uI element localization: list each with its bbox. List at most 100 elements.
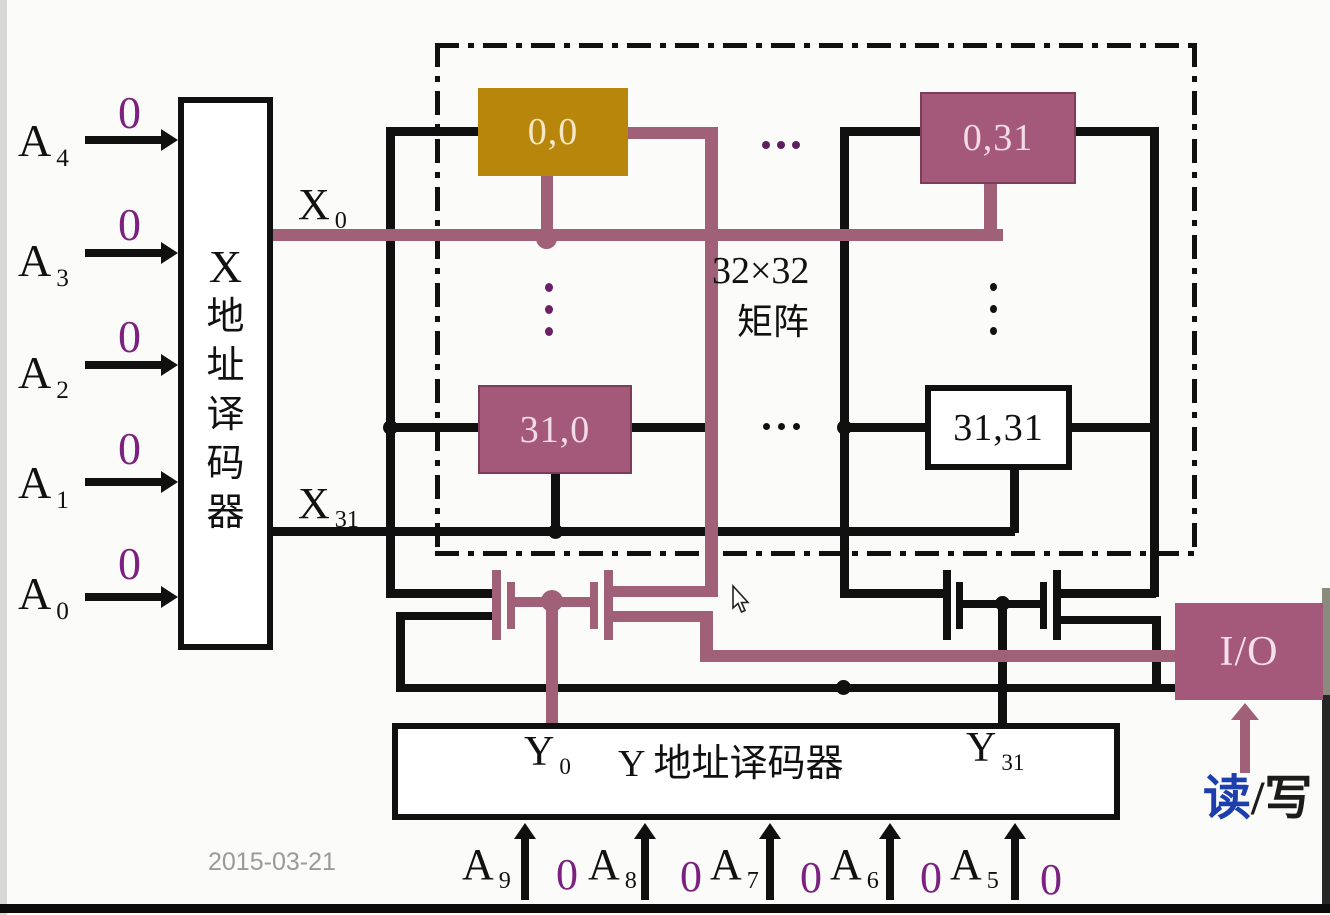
ellipsis-dot xyxy=(762,141,770,149)
arrowhead-icon xyxy=(161,471,178,493)
input-arrow xyxy=(641,837,649,900)
x-decoder-box: X 地 址 译 码 器 xyxy=(178,97,273,650)
junction-dot-purple xyxy=(536,228,557,249)
wire-cell00-right xyxy=(628,127,718,139)
input-value-a0: 0 xyxy=(118,538,141,589)
cell-label: 31,0 xyxy=(519,408,591,451)
input-arrow xyxy=(85,136,163,144)
arrowhead-icon xyxy=(161,242,178,264)
transistor-plate-selected xyxy=(507,582,515,629)
ellipsis-dot xyxy=(545,327,553,336)
matrix-border-left xyxy=(435,43,440,556)
date-stamp: 2015-03-21 xyxy=(208,848,336,876)
wire-cell031-left xyxy=(844,127,924,136)
wire-gate31-right xyxy=(1056,589,1156,598)
input-arrow xyxy=(85,593,163,601)
wire-cell3131-right xyxy=(1068,423,1154,432)
matrix-border-right xyxy=(1192,43,1197,556)
input-value-a1: 0 xyxy=(118,423,141,474)
wire-cell00-down xyxy=(541,176,553,236)
cell-label: 31,31 xyxy=(953,406,1044,449)
input-arrow xyxy=(521,837,529,900)
wire-bitline-col0-right xyxy=(705,127,718,597)
x-decoder-char: 地 xyxy=(206,296,245,338)
input-value-a7: 0 xyxy=(800,853,822,902)
cell-label: 0,0 xyxy=(527,111,579,153)
read-write-label: 读/写 xyxy=(1203,775,1312,823)
transistor-plate xyxy=(1053,570,1061,640)
wire-cell310-down xyxy=(551,468,560,533)
cell-31-0: 31,0 xyxy=(478,385,632,474)
ellipsis-dot xyxy=(545,305,553,314)
input-arrow xyxy=(85,361,163,369)
ellipsis-dot xyxy=(778,423,785,430)
junction-dot xyxy=(836,680,851,695)
wire-cell3131-left xyxy=(844,423,929,432)
y-decoder-box xyxy=(392,723,1120,820)
mouse-cursor xyxy=(732,584,750,614)
wire-cell310-left xyxy=(390,423,482,432)
arrowhead-icon xyxy=(514,823,536,839)
y-decoder-title: Y 地址译码器 xyxy=(618,743,844,785)
slide-left-border xyxy=(0,0,7,915)
wire-bitline-col31-right xyxy=(1150,127,1159,597)
ellipsis-dot xyxy=(545,283,553,292)
input-value-a3: 0 xyxy=(118,199,141,250)
input-arrow xyxy=(886,837,894,900)
matrix-border-bottom xyxy=(435,551,1197,556)
wire-lower-left-h xyxy=(396,612,500,620)
wire-y31-to-decoder xyxy=(998,604,1007,724)
wire-long-io-return xyxy=(396,684,1180,692)
wire-y0-to-decoder xyxy=(546,601,558,725)
x-decoder-char: 码 xyxy=(206,443,245,485)
arrowhead-icon xyxy=(879,823,901,839)
right-strip-dark xyxy=(1322,695,1330,904)
input-value-a2: 0 xyxy=(118,311,141,362)
input-value-a5: 0 xyxy=(1040,855,1062,904)
input-arrow xyxy=(766,837,774,900)
wire-cell310-right xyxy=(628,423,708,432)
transistor-plate-selected xyxy=(492,570,501,640)
wire-cell031-right xyxy=(1068,127,1157,136)
cell-0-0: 0,0 xyxy=(478,88,628,176)
wire-cell00-left xyxy=(390,127,482,136)
x-decoder-char: 译 xyxy=(206,394,245,436)
input-value-a8: 0 xyxy=(680,852,702,901)
wire-cell3131-down xyxy=(1010,468,1019,533)
ellipsis-dot xyxy=(990,327,997,335)
arrowhead-icon xyxy=(161,354,178,376)
x-decoder-char: X xyxy=(208,241,243,292)
matrix-border-top xyxy=(435,43,1197,48)
matrix-size-label: 32×32 xyxy=(712,250,810,292)
wire-io-jog-down xyxy=(700,611,713,661)
wire-x0-line xyxy=(273,229,1003,241)
arrowhead-icon xyxy=(759,823,781,839)
transistor-plate xyxy=(943,570,951,640)
io-box: I/O xyxy=(1175,603,1323,700)
cell-0-31: 0,31 xyxy=(920,92,1076,184)
cell-label: 0,31 xyxy=(962,117,1034,159)
wire-gate0-right xyxy=(613,586,707,597)
wire-bitline-col31-left xyxy=(840,127,849,597)
transistor-plate xyxy=(1040,582,1047,629)
transistor-plate-selected xyxy=(604,570,613,640)
input-value-a9: 0 xyxy=(556,850,578,899)
ellipsis-dot xyxy=(990,305,997,313)
wire-gate31-lower xyxy=(1056,616,1160,624)
read-label: 读 xyxy=(1203,772,1252,825)
write-label: /写 xyxy=(1251,772,1313,825)
x-decoder-char: 址 xyxy=(206,345,245,387)
cell-31-31: 31,31 xyxy=(925,385,1072,470)
ellipsis-dot xyxy=(793,423,800,430)
wire-io-data-line xyxy=(700,650,1180,662)
